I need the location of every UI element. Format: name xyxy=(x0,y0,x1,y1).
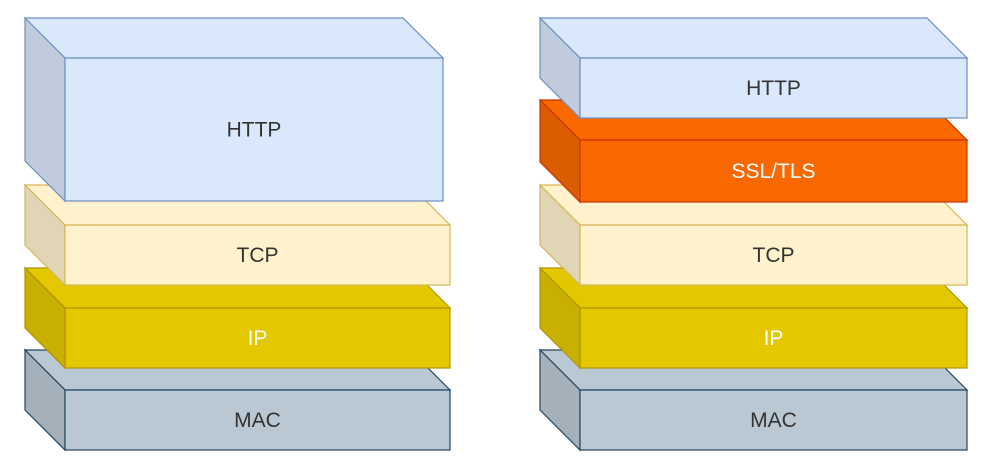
layer-tcp-label: TCP xyxy=(237,244,279,267)
layer-tcp-front-face xyxy=(64,224,451,286)
layer-tcp-front-face xyxy=(579,224,968,286)
layer-mac-front-face xyxy=(579,389,968,451)
layer-http: HTTP xyxy=(23,16,445,203)
layer-ip-front-face xyxy=(579,307,968,369)
stack-2: MAC IP TCP SSL/TLS HTTP xyxy=(538,16,969,452)
layer-http-front-face xyxy=(64,57,444,202)
layer-mac-front-face xyxy=(64,389,451,451)
layer-tcp-label: TCP xyxy=(753,244,795,267)
layer-mac-label: MAC xyxy=(234,409,281,432)
layer-http-front-face xyxy=(579,57,968,119)
stack-1: MAC IP TCP HTTP xyxy=(23,16,452,452)
layer-http-label: HTTP xyxy=(746,77,801,100)
layer-mac-label: MAC xyxy=(750,409,797,432)
layer-ssl-tls-label: SSL/TLS xyxy=(731,160,815,183)
layer-http-top-face xyxy=(538,17,969,59)
layer-http-top-face xyxy=(23,17,445,59)
layer-http: HTTP xyxy=(538,16,969,120)
layer-ssl-tls-front-face xyxy=(579,139,968,203)
layer-ip-front-face xyxy=(64,307,451,369)
layer-ip-label: IP xyxy=(764,327,784,350)
layer-ip-label: IP xyxy=(248,327,268,350)
layer-http-label: HTTP xyxy=(227,119,282,142)
